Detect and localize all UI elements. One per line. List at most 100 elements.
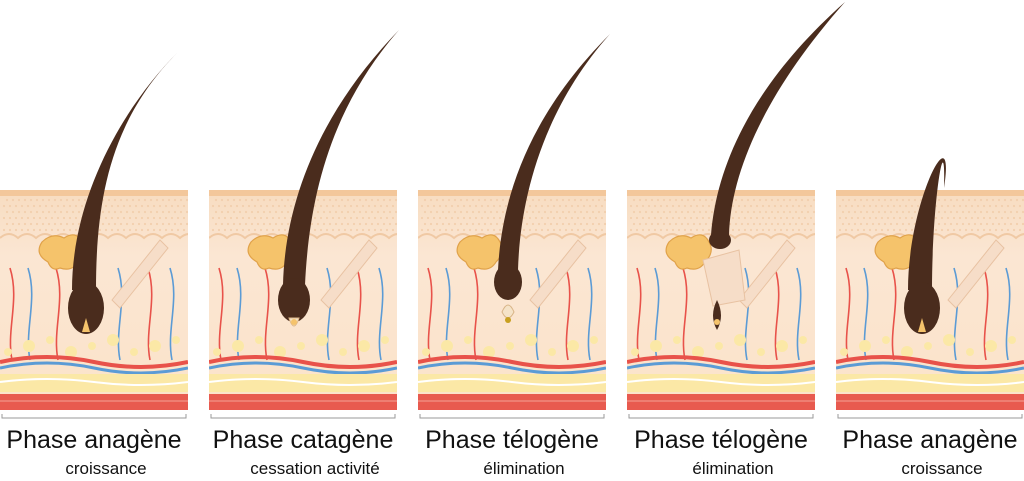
vein-band xyxy=(0,361,188,375)
vein-band xyxy=(836,361,1024,375)
fat-cell xyxy=(23,340,35,352)
fat-cell xyxy=(506,342,514,350)
fat-cell xyxy=(924,342,932,350)
sebaceous-gland-icon xyxy=(665,234,712,270)
fat-cell xyxy=(358,340,370,352)
epidermis-boundary xyxy=(836,233,1024,240)
fat-cell xyxy=(274,346,286,358)
fat-cell xyxy=(734,334,746,346)
dermal-papilla xyxy=(82,318,90,332)
fat-cell xyxy=(232,340,244,352)
fat-cell xyxy=(673,336,681,344)
capillary xyxy=(983,267,989,361)
phase-subtitle: cessation activité xyxy=(250,459,380,478)
fat-cell xyxy=(776,340,788,352)
fat-cell xyxy=(213,348,221,356)
fat-cell xyxy=(483,346,495,358)
fat-cell xyxy=(650,340,662,352)
panel-bracket xyxy=(419,414,605,419)
fat-cell xyxy=(255,336,263,344)
capillary xyxy=(796,267,802,361)
muscle-layer xyxy=(0,394,188,410)
skin-panel-2 xyxy=(209,30,399,419)
fat-cell xyxy=(46,336,54,344)
artery-band xyxy=(836,355,1024,369)
dermal-papilla xyxy=(918,318,926,332)
phase-subtitle: élimination xyxy=(483,459,565,478)
panel-bracket xyxy=(837,414,1023,419)
capillary xyxy=(891,267,897,361)
fat-cell xyxy=(715,342,723,350)
capillary xyxy=(953,267,959,361)
phase-title: Phase catagène xyxy=(212,426,394,454)
skin-panel-4 xyxy=(627,2,845,419)
capillary xyxy=(587,267,593,361)
capillary xyxy=(378,267,384,361)
hair-follicle-icon xyxy=(68,282,104,334)
artery-band xyxy=(418,355,606,369)
fat-cell xyxy=(901,346,913,358)
dermal-papilla xyxy=(505,317,511,323)
club-root xyxy=(501,304,515,319)
fat-cell xyxy=(567,340,579,352)
capillary xyxy=(535,267,541,361)
muscle-layer xyxy=(209,394,397,410)
phase-title: Phase anagène xyxy=(6,426,182,454)
fat-cell xyxy=(692,346,704,358)
capillary xyxy=(744,267,750,361)
capillary xyxy=(326,267,332,361)
muscle-layer xyxy=(418,394,606,410)
capillary xyxy=(356,267,362,361)
fat-cell xyxy=(464,336,472,344)
dermal-papilla xyxy=(714,319,720,325)
phase-title: Phase anagène xyxy=(842,426,1018,454)
fat-cell xyxy=(422,348,430,356)
artery-band xyxy=(209,355,397,369)
fat-cell xyxy=(172,336,180,344)
vein-band xyxy=(209,361,397,375)
fat-cell xyxy=(130,348,138,356)
artery-band xyxy=(627,355,815,369)
vein-band xyxy=(418,361,606,375)
empty-follicle xyxy=(702,249,746,307)
hair-follicle-icon xyxy=(904,282,940,334)
phase-title: Phase télogène xyxy=(634,426,808,454)
capillary xyxy=(147,267,153,361)
arrector-muscle xyxy=(111,239,169,309)
phase-subtitle: croissance xyxy=(901,459,983,478)
arrector-muscle xyxy=(947,239,1005,309)
fat-cell xyxy=(943,334,955,346)
arrector-muscle xyxy=(529,239,587,309)
epidermis-boundary xyxy=(0,233,188,240)
dermal-papilla xyxy=(291,319,297,325)
arrector-muscle xyxy=(738,239,796,309)
capillary xyxy=(264,267,270,361)
fat-cell xyxy=(107,334,119,346)
phase-subtitle: élimination xyxy=(692,459,774,478)
muscle-layer xyxy=(627,394,815,410)
hair-shaft xyxy=(908,158,946,290)
fat-cell xyxy=(149,340,161,352)
muscle-layer xyxy=(836,394,1024,410)
hair-root-icon xyxy=(709,231,731,249)
fat-cell xyxy=(339,348,347,356)
hair-follicle-icon xyxy=(494,264,522,300)
arrector-muscle xyxy=(320,239,378,309)
artery-band xyxy=(0,355,188,369)
capillary xyxy=(565,267,571,361)
hair-shaft xyxy=(72,52,178,290)
fat-cell xyxy=(548,348,556,356)
vein-band xyxy=(627,361,815,375)
skin-panel-3 xyxy=(418,34,610,419)
fat-cell xyxy=(525,334,537,346)
hair-shaft xyxy=(498,34,610,270)
fat-cell xyxy=(381,336,389,344)
fat-cell xyxy=(799,336,807,344)
skin-panel-1 xyxy=(0,52,188,419)
fat-cell xyxy=(297,342,305,350)
fat-cell xyxy=(316,334,328,346)
capillary xyxy=(682,267,688,361)
fat-cell xyxy=(985,340,997,352)
panel-bracket xyxy=(628,414,814,419)
capillary xyxy=(117,267,123,361)
